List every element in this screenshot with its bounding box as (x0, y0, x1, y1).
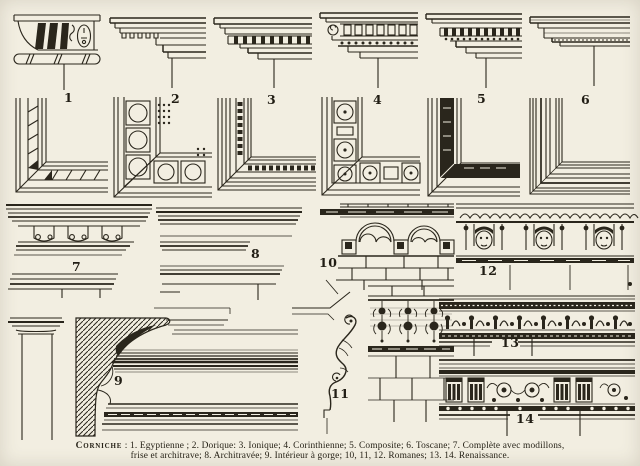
figure-6-drawing (529, 16, 630, 86)
caption-term: Corniche (75, 441, 123, 451)
figure-label-5: 5 (477, 91, 487, 106)
figure-label-13: 13 (501, 335, 520, 350)
figure-label-10: 10 (319, 255, 338, 270)
figure-label-4: 4 (373, 92, 383, 107)
figure-1-drawing (13, 14, 101, 90)
figure-7-pilaster-drawing (8, 317, 64, 440)
figure-5-profile-composite (424, 10, 524, 90)
figure-12-drawing (456, 203, 639, 290)
figure-label-14: 14 (516, 411, 535, 426)
figure-11-romane-scroll-and-frieze (290, 284, 454, 434)
figure-13-drawing (439, 295, 635, 356)
figure-14-renaissance-modillion-cornice (438, 358, 636, 438)
figure-7-architrave-pilaster (8, 312, 66, 442)
figure-label-12: 12 (479, 263, 498, 278)
figure-6-profile-toscane (528, 12, 632, 88)
figure-3-drawing (213, 17, 312, 88)
figure-10-drawing (320, 203, 455, 295)
figure-4-profile-corinthienne (318, 10, 420, 90)
figure-6-plan-drawing (529, 98, 630, 195)
figure-4-plan-drawing (321, 97, 421, 196)
figure-2-profile-dorique (108, 14, 208, 90)
figure-3-profile-ionique (212, 14, 314, 90)
figure-label-9: 9 (114, 373, 124, 388)
figure-5-corner-plan (424, 98, 520, 202)
figure-14-drawing (439, 359, 635, 436)
figure-9-drawing (75, 307, 298, 437)
caption-line-2: frise et architrave; 8. Architravée; 9. … (130, 451, 510, 461)
figure-6-corner-plan (526, 98, 630, 200)
figure-label-6: 6 (581, 92, 591, 107)
figure-label-7: 7 (72, 259, 82, 274)
figure-13-renaissance-frieze (438, 294, 636, 358)
figure-8-drawing (156, 207, 302, 300)
figure-1-profile-egyptienne (8, 12, 108, 92)
figure-2-drawing (109, 17, 206, 88)
figure-2-corner-plan (110, 97, 212, 202)
figure-7-profile-complete (4, 202, 154, 298)
figure-label-8: 8 (251, 246, 261, 261)
caption: Corniche : 1. Egyptienne ; 2. Dorique: 3… (10, 441, 630, 461)
figure-1-plan-drawing (15, 98, 108, 193)
figure-label-2: 2 (171, 91, 181, 106)
caption-line-1-text: : 1. Egyptienne ; 2. Dorique: 3. Ionique… (122, 441, 565, 451)
figure-9-cove-section (68, 306, 316, 444)
figure-1-corner-plan (8, 98, 108, 200)
figure-2-plan-drawing (113, 97, 212, 198)
figure-5-drawing (425, 13, 522, 88)
caption-line-1: Corniche : 1. Egyptienne ; 2. Dorique: 3… (10, 441, 630, 451)
figure-4-drawing (319, 12, 418, 88)
figure-8-profile-architravee (154, 204, 304, 300)
figure-4-corner-plan (318, 97, 421, 202)
figure-3-plan-drawing (217, 98, 316, 191)
figure-label-11: 11 (331, 386, 350, 401)
figure-7-drawing (6, 204, 152, 298)
figure-label-1: 1 (64, 90, 74, 105)
figure-10-romane-corbel-arches (318, 202, 456, 295)
figure-11-drawing (292, 285, 454, 434)
figure-12-romane-head-corbels (454, 202, 639, 294)
figure-label-3: 3 (267, 92, 277, 107)
figure-3-corner-plan (214, 98, 316, 200)
figure-5-plan-drawing (427, 98, 520, 197)
